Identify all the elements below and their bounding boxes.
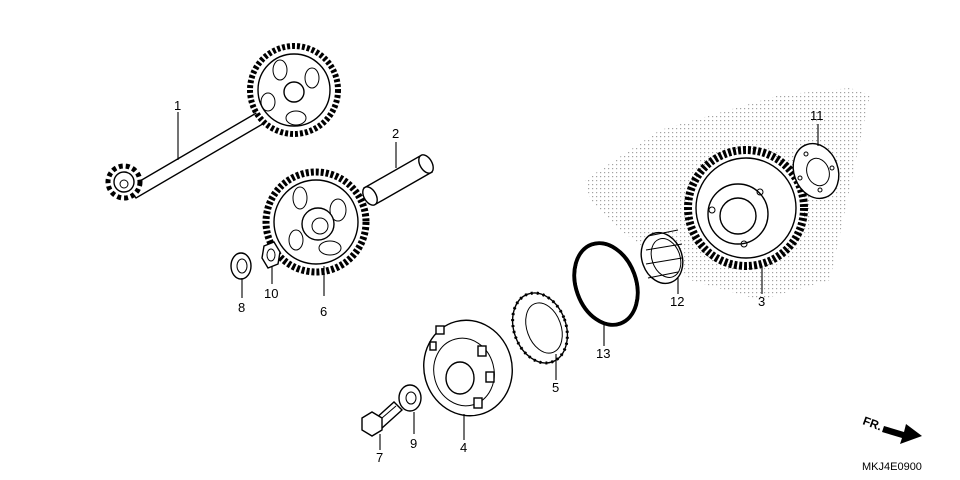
part-6-gear[interactable] (262, 168, 370, 276)
callout-2: 2 (392, 126, 399, 141)
callout-13: 13 (596, 346, 610, 361)
part-4-clutch-outer[interactable] (413, 310, 523, 426)
callout-7: 7 (376, 450, 383, 465)
part-13-snap-ring[interactable] (563, 234, 648, 333)
callout-6: 6 (320, 304, 327, 319)
callout-1: 1 (174, 98, 181, 113)
part-9-washer[interactable] (398, 384, 422, 412)
part-1-shaft-assembly[interactable] (105, 43, 341, 201)
callout-5: 5 (552, 380, 559, 395)
drawing-code: MKJ4E0900 (862, 461, 922, 473)
part-3-large-gear[interactable] (684, 146, 808, 270)
callout-11: 11 (810, 108, 824, 123)
callout-10: 10 (264, 286, 278, 301)
part-8-washer[interactable] (230, 252, 252, 280)
direction-label: FR. (861, 414, 884, 434)
front-direction-indicator: FR. (861, 414, 922, 444)
callout-3: 3 (758, 294, 765, 309)
part-2-pin[interactable] (360, 152, 436, 207)
part-10-nut[interactable] (261, 241, 281, 269)
callout-12: 12 (670, 294, 684, 309)
leader-lines (177, 112, 819, 450)
part-12-needle-bearing[interactable] (634, 227, 689, 290)
callout-8: 8 (238, 300, 245, 315)
callout-9: 9 (410, 436, 417, 451)
arrow-icon (882, 424, 922, 444)
part-7-bolt[interactable] (361, 401, 404, 437)
part-11-plate[interactable] (786, 137, 846, 205)
callout-4: 4 (460, 440, 467, 455)
part-5-one-way-clutch[interactable] (503, 285, 576, 370)
